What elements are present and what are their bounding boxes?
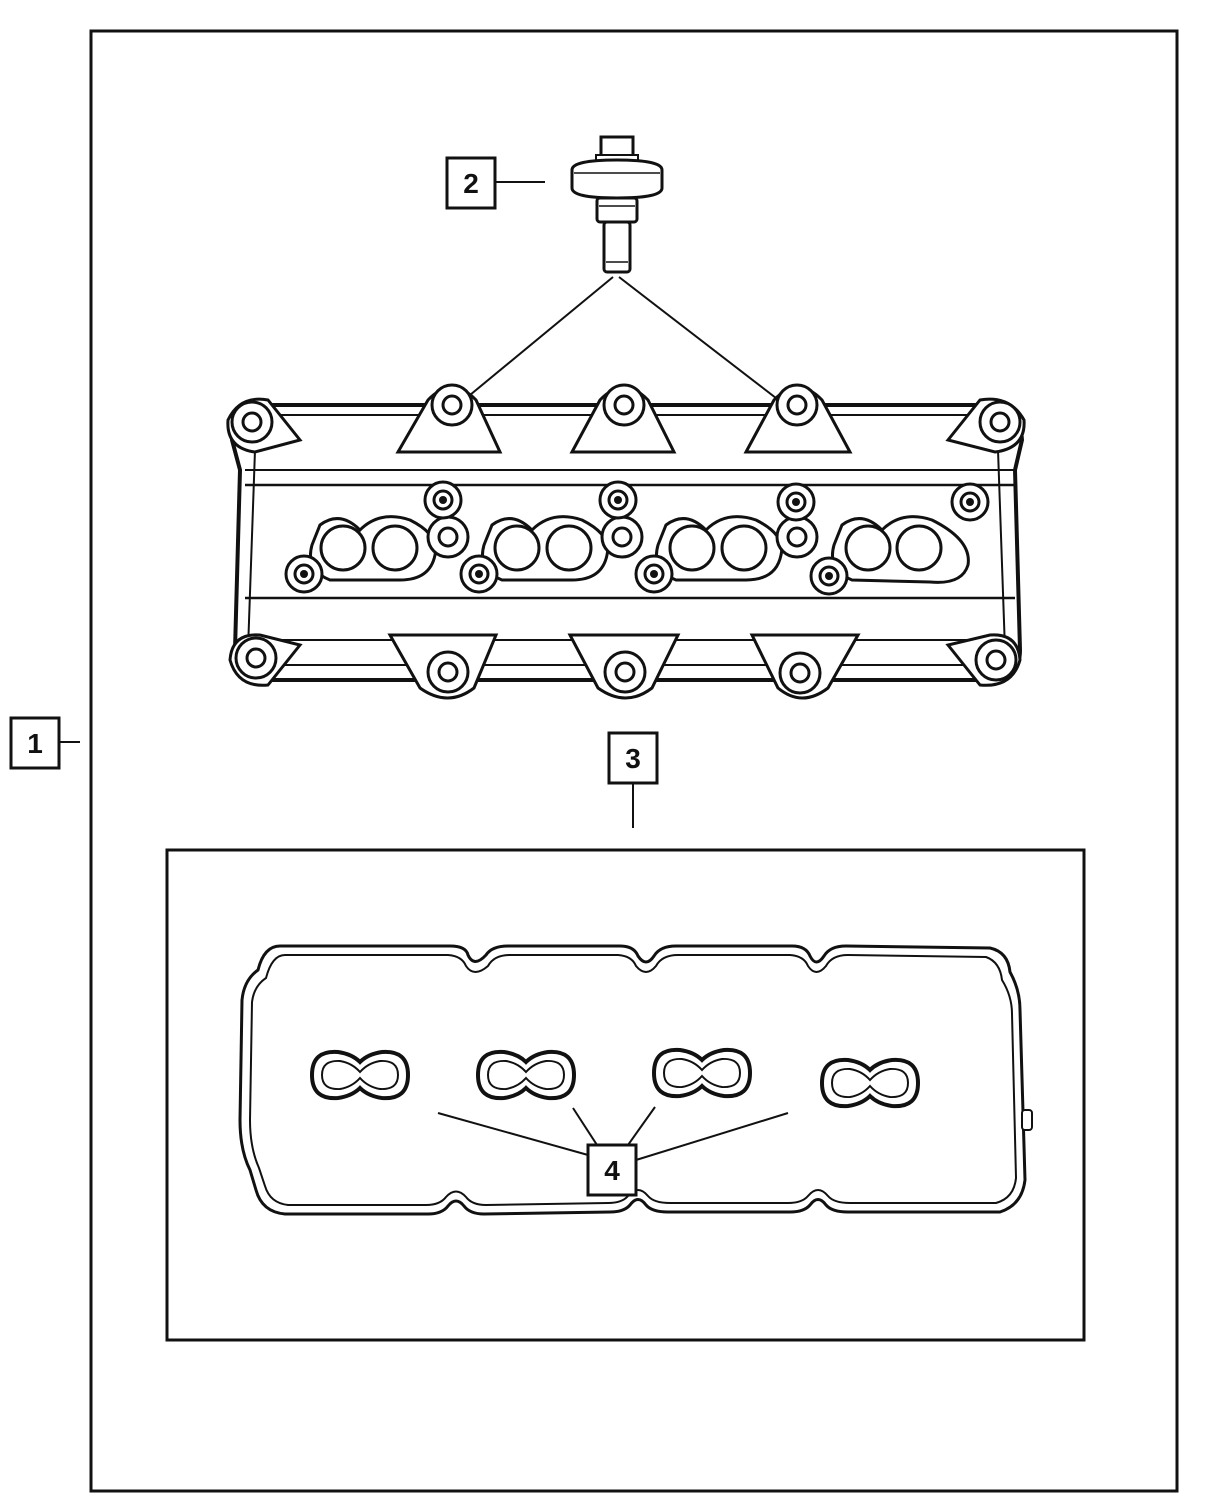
callout-3-box <box>607 731 659 785</box>
stud-upper-3 <box>775 515 819 559</box>
gasket-outer <box>238 944 1027 1216</box>
callout-2-box <box>445 156 497 210</box>
kit-frame <box>89 29 1179 1493</box>
callout-4[interactable]: 4 <box>437 1106 789 1197</box>
bolt-part[interactable] <box>570 135 664 274</box>
callout-4-leader-1 <box>437 1112 589 1156</box>
corner-ear-top-left <box>226 397 303 454</box>
bolt-shank <box>602 220 632 274</box>
callout-4-leader-4 <box>635 1112 789 1161</box>
top-boss-2 <box>569 383 677 454</box>
bolt-collar <box>595 196 639 224</box>
top-boss-3 <box>743 383 853 454</box>
callout-3-label: 3 <box>625 743 641 774</box>
stud-bottom-2 <box>459 554 499 594</box>
bolt-leader-right <box>618 276 786 406</box>
callout-1-box <box>9 716 61 770</box>
corner-ear-bottom-left <box>228 633 303 687</box>
callout-4-leader-3 <box>627 1106 656 1146</box>
tube-seal-2[interactable] <box>475 1049 577 1101</box>
cover-side-left <box>247 449 256 651</box>
stud-top-1 <box>423 480 463 520</box>
callout-2-label: 2 <box>463 168 479 199</box>
stud-top-3 <box>776 482 816 522</box>
stud-bottom-3 <box>634 554 674 594</box>
valve-cover-gasket[interactable] <box>238 944 1033 1216</box>
corner-ear-bottom-right <box>945 633 1022 687</box>
callout-1[interactable]: 1 <box>9 716 80 770</box>
bottom-boss-3 <box>749 633 861 700</box>
callout-4-label: 4 <box>604 1155 620 1186</box>
bolt-leader-left <box>469 276 614 396</box>
bolt-washer <box>570 158 664 200</box>
plug-pad-1 <box>309 515 438 582</box>
callout-2[interactable]: 2 <box>445 156 545 210</box>
corner-ear-top-right <box>945 397 1026 454</box>
plug-pad-3 <box>655 515 784 582</box>
tube-seal-3[interactable] <box>651 1047 753 1099</box>
callout-3[interactable]: 3 <box>607 731 659 828</box>
stud-bottom-1 <box>284 554 324 594</box>
top-boss-1 <box>395 383 503 454</box>
tube-seal-1[interactable] <box>309 1049 411 1101</box>
tube-seal-4[interactable] <box>819 1057 921 1109</box>
plug-pad-2 <box>481 515 610 582</box>
stud-upper-1 <box>426 515 470 559</box>
bottom-boss-1 <box>387 633 499 700</box>
callout-1-label: 1 <box>27 728 43 759</box>
stud-bottom-4 <box>809 556 849 596</box>
bottom-boss-2 <box>567 633 681 700</box>
cover-side-right <box>997 449 1006 651</box>
stud-upper-2 <box>600 515 644 559</box>
callout-4-box <box>586 1143 638 1197</box>
stud-top-2 <box>598 480 638 520</box>
gasket-tab <box>1021 1109 1033 1131</box>
stud-top-4 <box>950 482 990 522</box>
callout-4-leader-2 <box>572 1107 598 1146</box>
valve-cover[interactable] <box>226 383 1026 700</box>
gasket-kit-frame <box>165 848 1086 1342</box>
gasket-inner <box>248 953 1018 1207</box>
